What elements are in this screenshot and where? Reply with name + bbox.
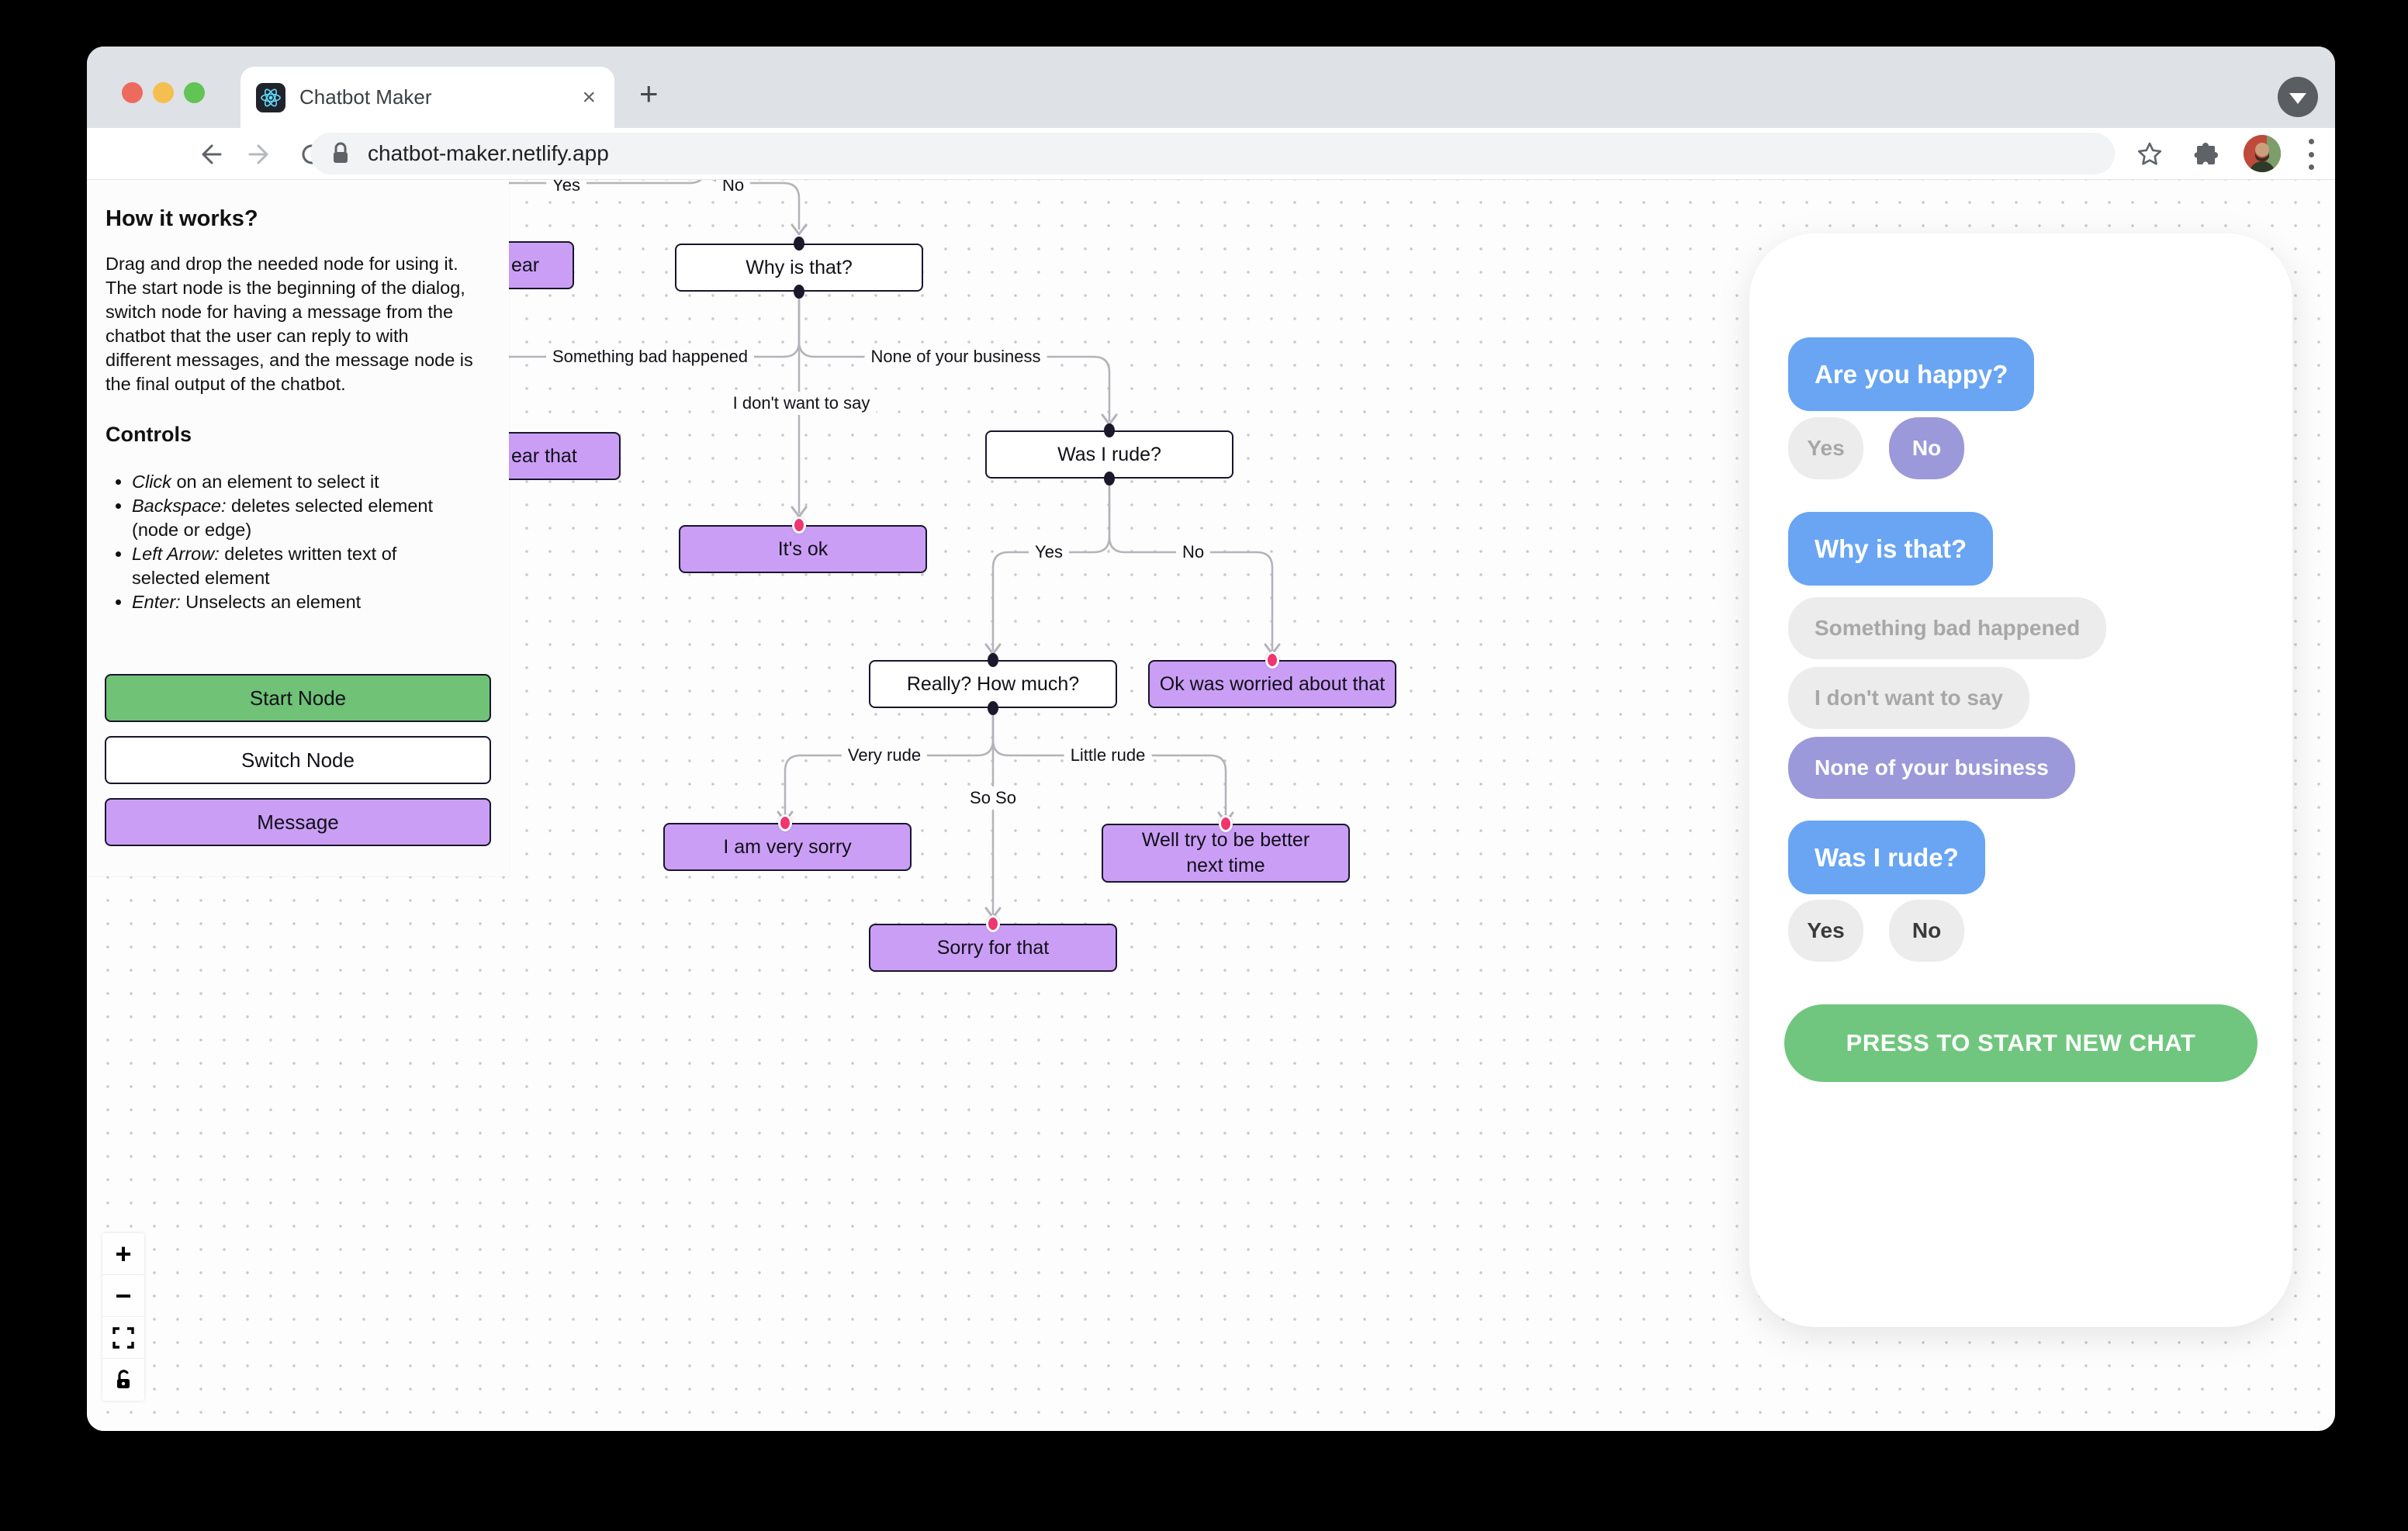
edge-label[interactable]: I don't want to say (726, 392, 877, 415)
url-text: chatbot-maker.netlify.app (368, 141, 609, 165)
zoom-in-button[interactable]: + (102, 1233, 144, 1275)
controls-item: Click on an element to select it (132, 470, 465, 494)
bot-message-bubble: Why is that? (1788, 512, 1994, 586)
edge-label[interactable]: No (715, 180, 751, 197)
profile-avatar[interactable] (2244, 135, 2281, 172)
node-target-handle[interactable] (1265, 651, 1279, 669)
tabstrip-dropdown-button[interactable] (2278, 77, 2318, 117)
start-node-button[interactable]: Start Node (105, 674, 491, 722)
edge-label[interactable]: Little rude (1064, 744, 1152, 767)
flow-node-message[interactable]: Ok was worried about that (1148, 660, 1396, 708)
browser-menu-button[interactable] (2307, 139, 2315, 170)
window-controls (122, 82, 205, 103)
tab-close-icon[interactable]: × (582, 84, 596, 110)
node-handle[interactable] (794, 285, 804, 299)
plus-icon: + (115, 1237, 132, 1270)
edge-label[interactable]: None of your business (864, 345, 1047, 368)
unlock-icon (117, 1370, 130, 1388)
lock-icon (334, 142, 348, 163)
switch-node-button[interactable]: Switch Node (105, 736, 491, 784)
chat-option-something-bad: Something bad happened (1788, 597, 2107, 659)
edge-label[interactable]: Yes (1029, 541, 1069, 564)
start-new-chat-button[interactable]: PRESS TO START NEW CHAT (1784, 1004, 2258, 1082)
tab-strip: Chatbot Maker × + (87, 47, 2335, 128)
url-bar[interactable]: chatbot-maker.netlify.app (310, 133, 2115, 175)
tab-chatbot-maker[interactable]: Chatbot Maker × (240, 67, 614, 128)
controls-list: Click on an element to select it Backspa… (110, 470, 481, 614)
node-target-handle[interactable] (778, 814, 792, 831)
edge-label[interactable]: Something bad happened (546, 345, 754, 368)
chat-option-yes[interactable]: Yes (1788, 900, 1863, 962)
how-it-works-title: How it works? (106, 206, 258, 231)
minimize-window-button[interactable] (153, 82, 174, 103)
controls-item: Left Arrow: deletes written text of sele… (132, 542, 465, 590)
browser-window: Chatbot Maker × + chatbot-maker.netlify.… (87, 47, 2335, 1431)
fullscreen-window-button[interactable] (184, 82, 205, 103)
bookmark-star-icon[interactable] (2135, 140, 2164, 169)
node-target-handle[interactable] (1219, 815, 1233, 832)
zoom-out-button[interactable]: − (102, 1275, 144, 1317)
edge-label[interactable]: So So (964, 786, 1022, 810)
edge-label[interactable]: Very rude (841, 744, 928, 767)
chat-preview-panel: Are you happy? Yes No Why is that? Somet… (1749, 233, 2292, 1327)
chat-option-none-of-your-business: None of your business (1788, 737, 2075, 799)
edge-label[interactable]: Yes (546, 180, 586, 197)
node-handle[interactable] (1104, 472, 1115, 486)
node-handle[interactable] (794, 237, 804, 251)
flow-node-switch[interactable]: Was I rude? (985, 430, 1233, 479)
canvas-controls: + − (102, 1233, 144, 1401)
arrowhead (791, 223, 808, 236)
edge-rude-yes[interactable] (991, 479, 1111, 651)
bot-message-bubble: Are you happy? (1788, 337, 2035, 411)
edge-start-no[interactable] (711, 180, 801, 230)
instructions-sidebar: How it works? Drag and drop the needed n… (87, 180, 509, 876)
back-button[interactable] (195, 140, 223, 168)
close-window-button[interactable] (122, 82, 143, 103)
node-target-handle[interactable] (792, 517, 806, 534)
new-tab-button[interactable]: + (639, 75, 659, 112)
forward-button[interactable] (247, 140, 275, 168)
how-it-works-text: Drag and drop the needed node for using … (106, 254, 473, 394)
message-node-button[interactable]: Message (105, 798, 491, 846)
chat-option-no: No (1889, 417, 1964, 479)
flow-node-message[interactable]: It's ok (679, 525, 927, 573)
node-handle[interactable] (988, 701, 998, 715)
minus-icon: − (115, 1279, 132, 1312)
chat-option-yes: Yes (1788, 417, 1863, 479)
browser-toolbar: chatbot-maker.netlify.app (87, 128, 2335, 180)
chat-option-dont-want-to-say: I don't want to say (1788, 667, 2030, 729)
node-handle[interactable] (988, 653, 998, 667)
fit-view-button[interactable] (102, 1317, 144, 1359)
chat-option-no[interactable]: No (1889, 900, 1964, 962)
controls-item: Backspace: deletes selected element (nod… (132, 494, 465, 542)
edge-start-yes[interactable] (475, 180, 704, 185)
node-handle[interactable] (1104, 423, 1115, 437)
tab-title: Chatbot Maker (299, 85, 432, 109)
bot-message-bubble: Was I rude? (1788, 821, 1985, 894)
down-arrow-icon (2289, 92, 2306, 104)
controls-title: Controls (106, 423, 192, 446)
react-favicon-icon (256, 82, 285, 112)
flow-canvas[interactable]: Yes No Something bad happened None of yo… (87, 180, 2335, 1431)
edge-rude-no[interactable] (1108, 479, 1274, 651)
fit-view-icon (112, 1326, 134, 1349)
node-target-handle[interactable] (986, 915, 1000, 932)
controls-item: Enter: Unselects an element (132, 590, 465, 614)
extensions-puzzle-icon[interactable] (2191, 140, 2220, 169)
flow-node-message[interactable]: Well try to be better next time (1102, 824, 1350, 883)
edge-label[interactable]: No (1175, 541, 1211, 564)
lock-toggle-button[interactable] (102, 1359, 144, 1401)
